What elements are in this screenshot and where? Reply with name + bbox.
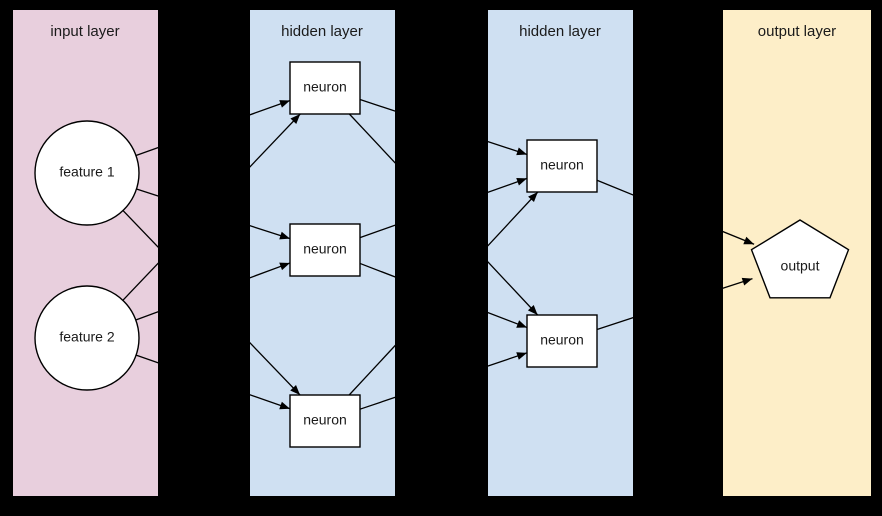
layer-title-output: output layer <box>758 23 836 40</box>
layer-title-hidden-1: hidden layer <box>281 23 363 40</box>
node-shape-hidden-1-neuron-3[interactable] <box>289 394 361 448</box>
node-label-hidden-1-neuron-1: neuron <box>303 79 347 95</box>
node-shape-feature-1[interactable] <box>34 120 140 226</box>
node-label-hidden-2-neuron-1: neuron <box>540 157 584 173</box>
arrow-head-hidden-2-neuron-2 <box>516 352 527 360</box>
layer-panel-hidden-2 <box>488 10 633 496</box>
layer-titles-group: input layer hidden layer hidden layer outpu… <box>50 23 836 40</box>
layer-title-hidden-2: hidden layer <box>519 23 601 40</box>
node-shape-hidden-1-neuron-1[interactable] <box>289 61 361 115</box>
arrow-head-hidden-1-neuron-1 <box>290 114 301 125</box>
node-shape-hidden-1-neuron-2[interactable] <box>289 223 361 277</box>
arrow-head-hidden-1-neuron-1 <box>279 100 290 108</box>
layer-title-input: input layer <box>50 23 119 40</box>
node-label-feature-2: feature 2 <box>59 329 114 345</box>
arrow-head-hidden-1-neuron-2 <box>279 231 290 240</box>
arrow-head-output-node <box>741 277 753 286</box>
arrow-head-hidden-2-neuron-2 <box>527 304 538 315</box>
node-shape-feature-2[interactable] <box>34 285 140 391</box>
arrow-head-output-node <box>743 236 755 245</box>
arrow-head-hidden-1-neuron-3 <box>279 401 290 410</box>
node-label-output-node: output <box>781 258 820 274</box>
node-shape-output-node[interactable] <box>750 219 850 299</box>
layer-panels-group <box>13 10 871 496</box>
layer-panel-input <box>13 10 158 496</box>
node-label-feature-1: feature 1 <box>59 164 114 180</box>
arrow-head-hidden-2-neuron-1 <box>528 192 538 203</box>
connections-group <box>122 98 755 410</box>
node-label-hidden-1-neuron-3: neuron <box>303 412 347 428</box>
node-shape-hidden-2-neuron-2[interactable] <box>526 314 598 368</box>
nodes-group: feature 1 feature 2 neuron neuron neuron neur… <box>34 61 850 448</box>
arrow-head-hidden-2-neuron-2 <box>516 320 527 328</box>
arrow-head-hidden-1-neuron-2 <box>279 262 290 271</box>
arrow-head-hidden-1-neuron-3 <box>290 385 301 395</box>
node-label-hidden-2-neuron-2: neuron <box>540 332 584 348</box>
node-label-hidden-1-neuron-2: neuron <box>303 241 347 257</box>
arrow-head-hidden-2-neuron-1 <box>516 147 527 156</box>
node-shape-hidden-2-neuron-1[interactable] <box>526 139 598 193</box>
arrow-head-hidden-2-neuron-1 <box>516 177 527 186</box>
